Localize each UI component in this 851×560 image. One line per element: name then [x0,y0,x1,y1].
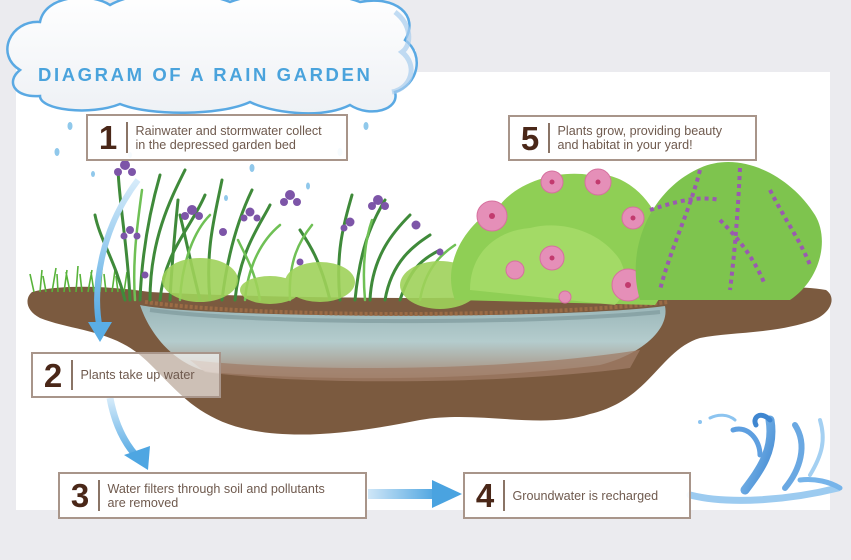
divider [98,480,100,511]
beautyberry-plant-icon [635,162,822,300]
water-splash-icon [686,412,843,504]
step-text-line: are removed [107,495,179,510]
step-text-line: Groundwater is recharged [512,488,659,503]
step-number: 1 [98,119,118,156]
step-text-line: Rainwater and stormwater collect [135,123,322,138]
grass-icon [29,265,128,293]
step-text: Plants grow, providing beauty and habita… [558,124,723,152]
step-number: 5 [520,119,540,157]
step-5-callout: 5 Plants grow, providing beauty and habi… [508,115,757,161]
arrow-filter-to-groundwater [368,489,438,499]
step-text: Plants take up water [81,368,195,382]
divider [503,480,505,511]
step-text: Rainwater and stormwater collect in the … [136,124,322,152]
divider [548,123,550,153]
step-text-line: Water filters through soil and pollutant… [107,481,325,496]
step-text-line: Plants take up water [80,368,195,382]
step-3-callout: 3 Water filters through soil and polluta… [58,472,367,519]
divider [71,360,73,390]
step-text-line: and habitat in your yard! [557,138,693,152]
step-number: 4 [475,477,495,514]
step-2-callout: 2 Plants take up water [31,352,221,398]
diagram-title: DIAGRAM OF A RAIN GARDEN [38,64,373,85]
step-1-callout: 1 Rainwater and stormwater collect in th… [86,114,348,161]
step-text-line: in the depressed garden bed [135,137,296,152]
step-4-callout: 4 Groundwater is recharged [463,472,691,519]
step-text: Groundwater is recharged [513,489,659,503]
cloud-icon [6,0,418,115]
arrow-plants-to-filter [106,397,143,463]
hibiscus-bush-icon [451,168,670,305]
step-text: Water filters through soil and pollutant… [108,482,325,510]
divider [126,122,128,153]
soil-basin [27,286,832,435]
step-text-line: Plants grow, providing beauty [557,124,723,138]
arrow-rain-to-plants [94,178,141,331]
step-number: 2 [43,356,63,394]
step-number: 3 [70,477,90,514]
